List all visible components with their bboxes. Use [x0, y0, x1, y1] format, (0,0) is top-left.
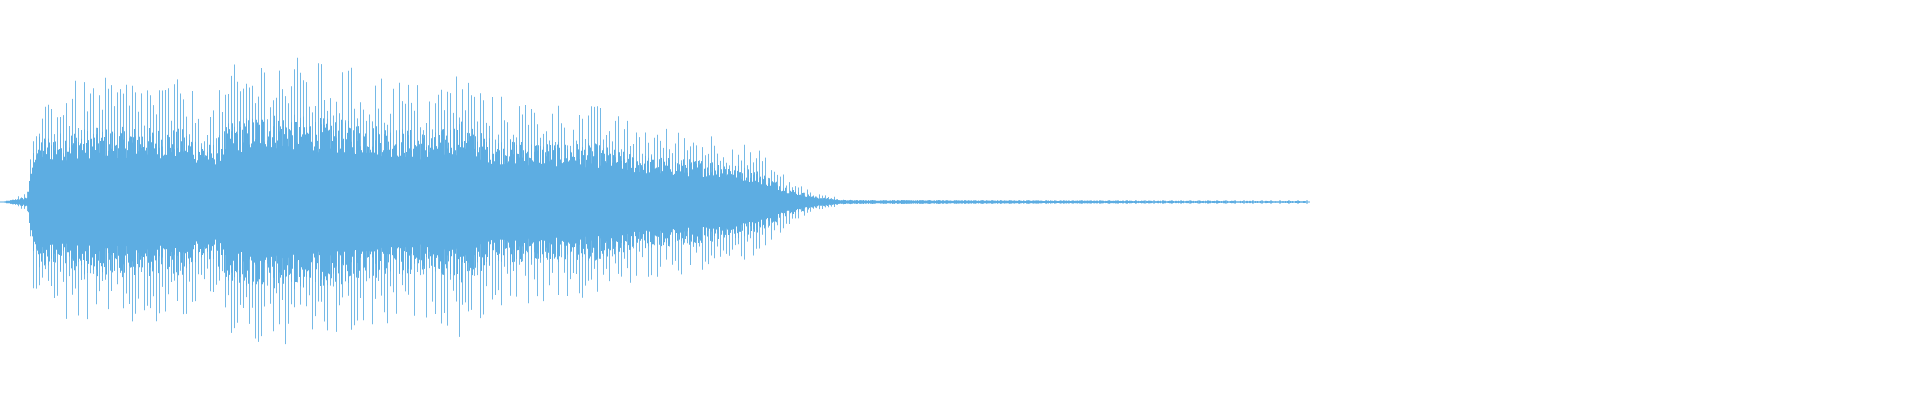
waveform-samples [3, 57, 1308, 345]
waveform-tail [829, 200, 1308, 204]
waveform-peaks [18, 57, 835, 345]
